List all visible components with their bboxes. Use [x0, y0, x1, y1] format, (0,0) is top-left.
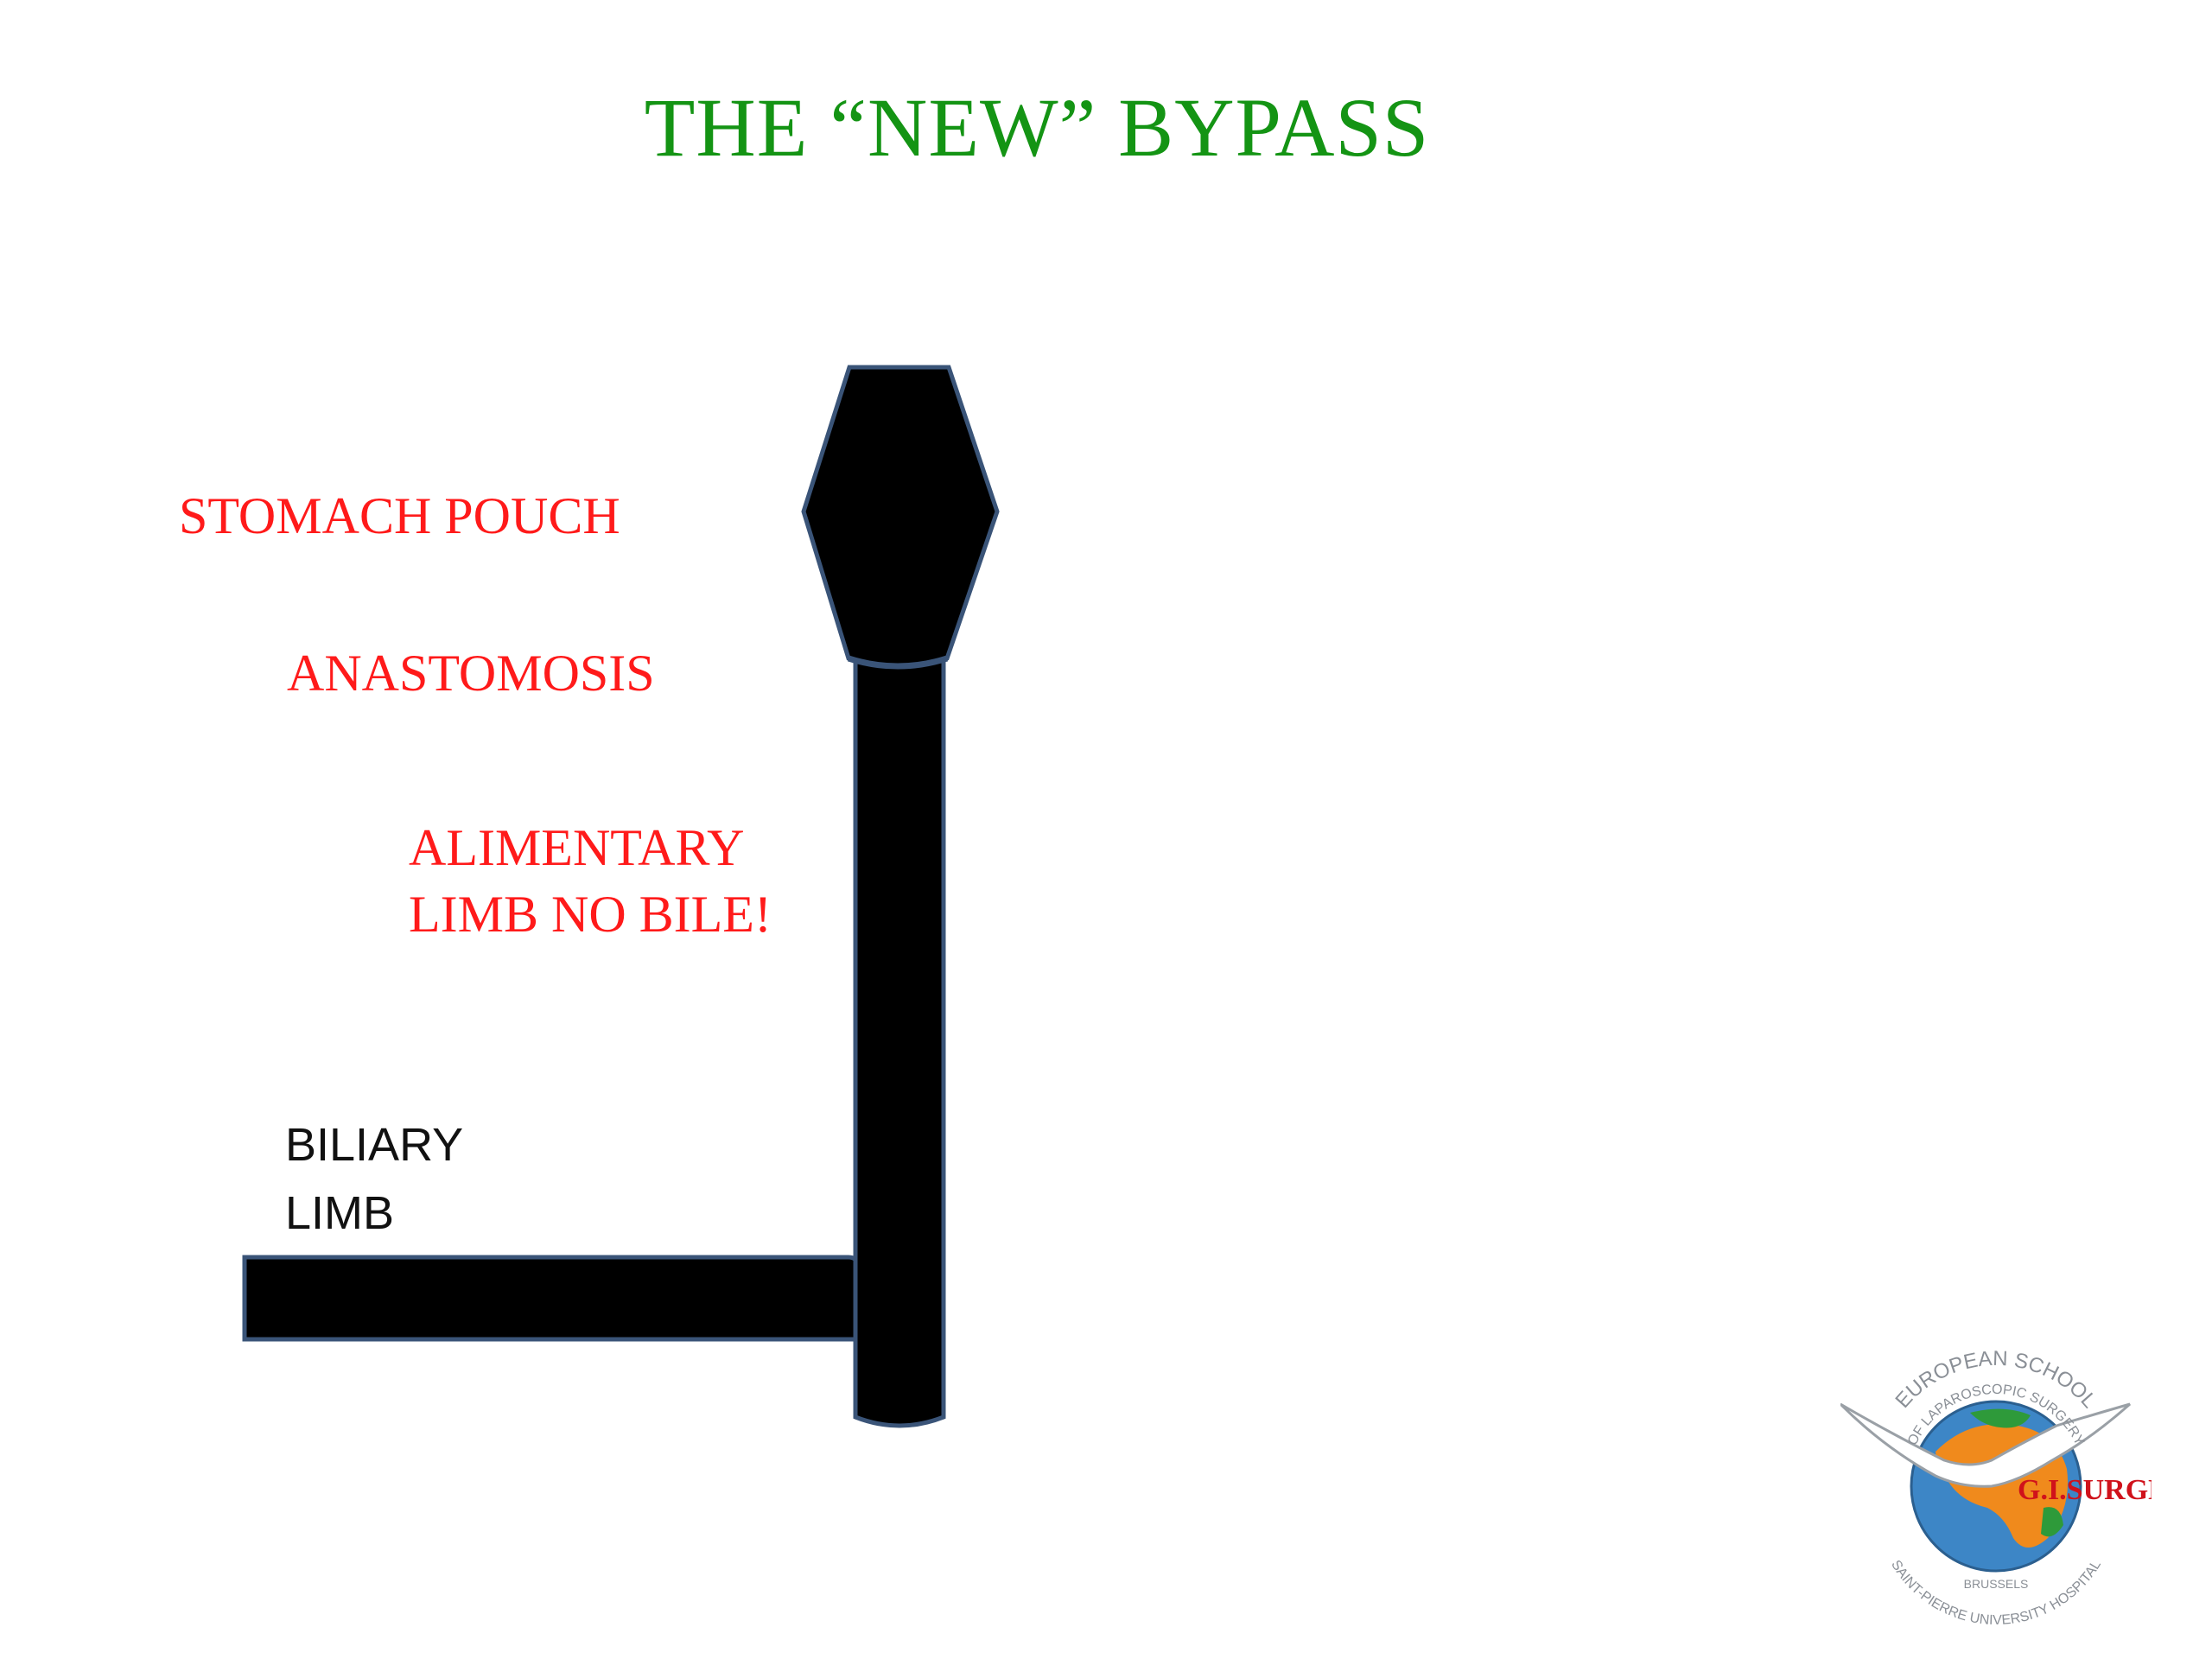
- stomach-pouch-shape: [801, 365, 1000, 669]
- alimentary-limb-shape: [853, 654, 946, 1428]
- biliary-limb-label-line1: BILIARY: [285, 1119, 464, 1171]
- stomach-pouch-label: STOMACH POUCH: [179, 487, 620, 544]
- bird-icon: [1840, 1402, 2131, 1488]
- alimentary-limb-label-line2: LIMB NO BILE!: [409, 886, 772, 943]
- anastomosis-junction: [847, 655, 949, 670]
- anastomosis-label: ANASTOMOSIS: [287, 645, 655, 702]
- biliary-limb-label-line2: LIMB: [285, 1187, 395, 1239]
- logo-brand-text: G.I.SURGERY: [2018, 1474, 2152, 1506]
- alimentary-limb-label-line1: ALIMENTARY: [409, 819, 745, 876]
- slide-title: THE “NEW” BYPASS: [644, 81, 1430, 174]
- continent-green-shape: [1970, 1408, 2063, 1537]
- european-school-logo: G.I.SURGERY EUROPEAN SCHOOL OF LAPAROSCO…: [1840, 1347, 2152, 1624]
- biliary-limb-shape: [242, 1255, 860, 1342]
- logo-city-text: BRUSSELS: [1964, 1577, 2029, 1591]
